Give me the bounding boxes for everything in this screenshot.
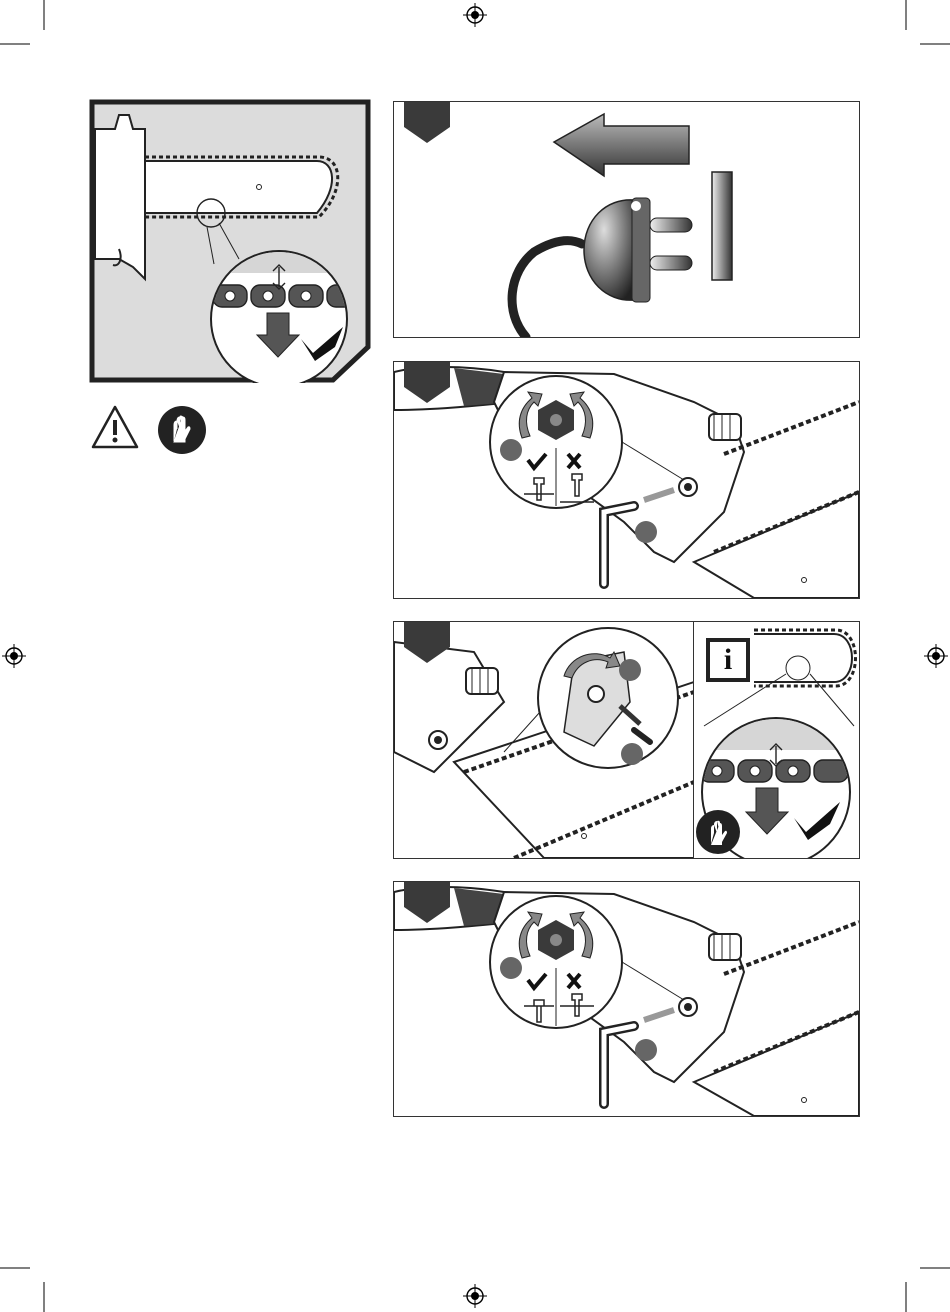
step4-panel [393,881,860,1117]
chainsaw-bar [145,161,332,213]
info-icon: i [706,638,750,682]
step-tab [404,361,450,403]
step4-illustration [394,882,859,1116]
step2-panel [393,361,860,599]
step1-illustration [394,102,859,337]
gloves-icon [157,405,207,455]
unplug-arrow [554,114,689,176]
step-tab [404,621,450,663]
step-tab [404,881,450,923]
step2-illustration [394,362,859,598]
registration-mark-left [2,644,26,668]
registration-mark-bottom [463,1284,487,1308]
step1-panel [393,101,860,338]
wall-socket [712,172,732,280]
registration-mark-top [463,3,487,27]
mains-plug [584,200,634,300]
warning-triangle-icon [90,404,140,450]
registration-mark-right [924,644,948,668]
chain-tension-check-figure [89,99,371,383]
step3-panel: i [393,621,860,859]
